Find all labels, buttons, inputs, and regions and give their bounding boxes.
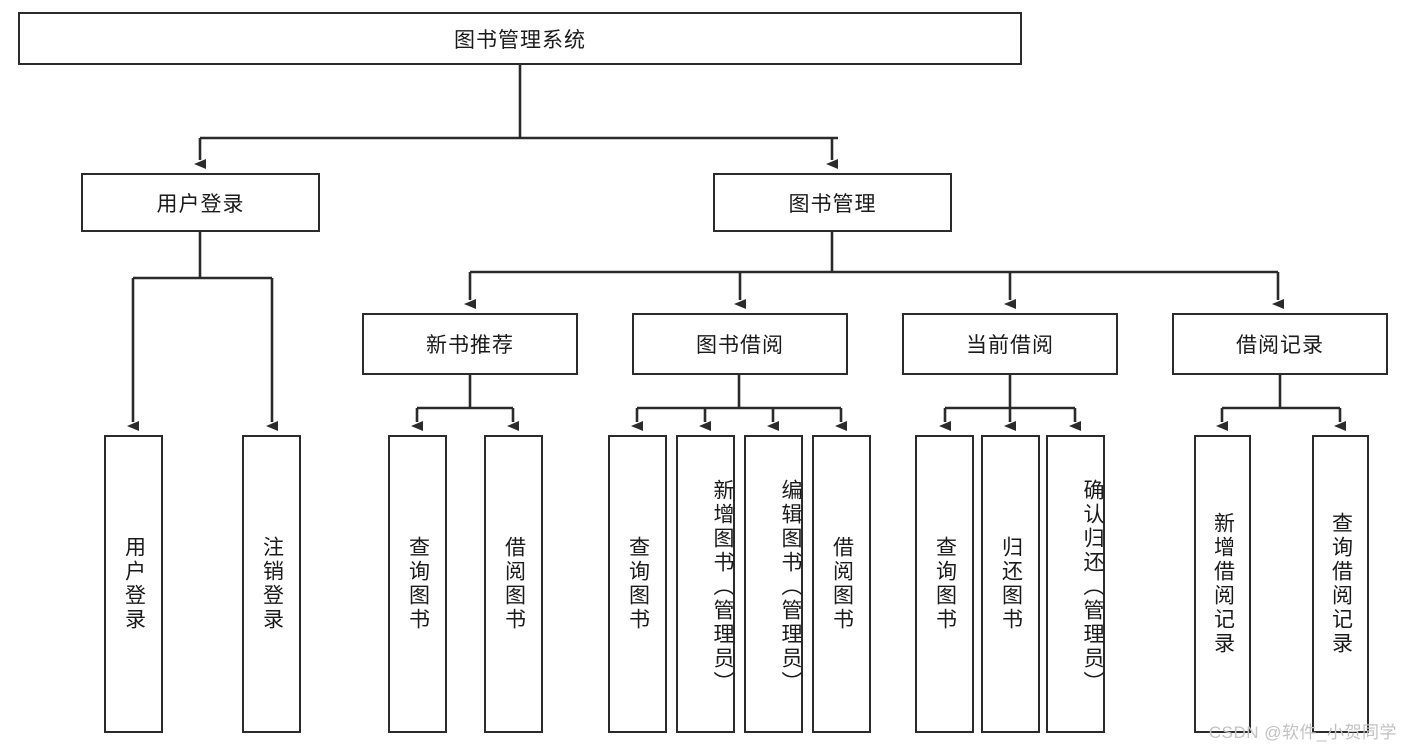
leaf-current-query-book[interactable]: 查询图书 <box>915 435 974 733</box>
leaf-borrow-add-book[interactable]: 新增图书（管理员） <box>676 435 735 733</box>
leaf-borrow-query-book-label: 查询图书 <box>626 536 650 632</box>
leaf-record-query-record[interactable]: 查询借阅记录 <box>1312 435 1369 733</box>
node-borrow-record[interactable]: 借阅记录 <box>1172 313 1388 375</box>
node-book-management-label: 图书管理 <box>788 192 877 216</box>
watermark: CSDN @软件_小贺同学 <box>1208 723 1397 742</box>
leaf-borrow-borrow-book-label: 借阅图书 <box>830 536 854 632</box>
leaf-user-login[interactable]: 用户登录 <box>104 435 163 733</box>
leaf-recommend-borrow-book-label: 借阅图书 <box>502 536 526 632</box>
node-book-borrow[interactable]: 图书借阅 <box>632 313 848 375</box>
leaf-record-add-record-label: 新增借阅记录 <box>1211 512 1235 656</box>
leaf-borrow-borrow-book[interactable]: 借阅图书 <box>812 435 871 733</box>
node-user-login[interactable]: 用户登录 <box>81 173 320 232</box>
leaf-borrow-add-book-label: 新增图书（管理员） <box>711 479 734 695</box>
node-new-book-recommend[interactable]: 新书推荐 <box>362 313 578 375</box>
leaf-recommend-query-book[interactable]: 查询图书 <box>388 435 447 733</box>
node-user-login-label: 用户登录 <box>156 192 245 216</box>
leaf-borrow-edit-book[interactable]: 编辑图书（管理员） <box>744 435 803 733</box>
node-book-management[interactable]: 图书管理 <box>713 173 952 232</box>
leaf-recommend-query-book-label: 查询图书 <box>406 536 430 632</box>
node-root-label: 图书管理系统 <box>454 28 586 52</box>
leaf-record-add-record[interactable]: 新增借阅记录 <box>1194 435 1251 733</box>
leaf-current-confirm-return-label: 确认归还（管理员） <box>1081 479 1104 695</box>
leaf-current-confirm-return[interactable]: 确认归还（管理员） <box>1046 435 1105 733</box>
leaf-user-login-label: 用户登录 <box>122 536 146 632</box>
leaf-current-query-book-label: 查询图书 <box>933 536 957 632</box>
leaf-user-logout-label: 注销登录 <box>260 536 284 632</box>
node-current-borrow-label: 当前借阅 <box>966 334 1054 357</box>
leaf-current-return-book-label: 归还图书 <box>999 536 1023 632</box>
leaf-borrow-query-book[interactable]: 查询图书 <box>608 435 667 733</box>
leaf-current-return-book[interactable]: 归还图书 <box>981 435 1040 733</box>
node-root[interactable]: 图书管理系统 <box>18 12 1022 65</box>
leaf-borrow-edit-book-label: 编辑图书（管理员） <box>779 479 802 695</box>
node-borrow-record-label: 借阅记录 <box>1236 334 1324 357</box>
node-current-borrow[interactable]: 当前借阅 <box>902 313 1118 375</box>
node-book-borrow-label: 图书借阅 <box>696 334 784 357</box>
leaf-record-query-record-label: 查询借阅记录 <box>1329 512 1353 656</box>
node-new-book-recommend-label: 新书推荐 <box>426 334 514 357</box>
leaf-recommend-borrow-book[interactable]: 借阅图书 <box>484 435 543 733</box>
leaf-user-logout[interactable]: 注销登录 <box>242 435 301 733</box>
